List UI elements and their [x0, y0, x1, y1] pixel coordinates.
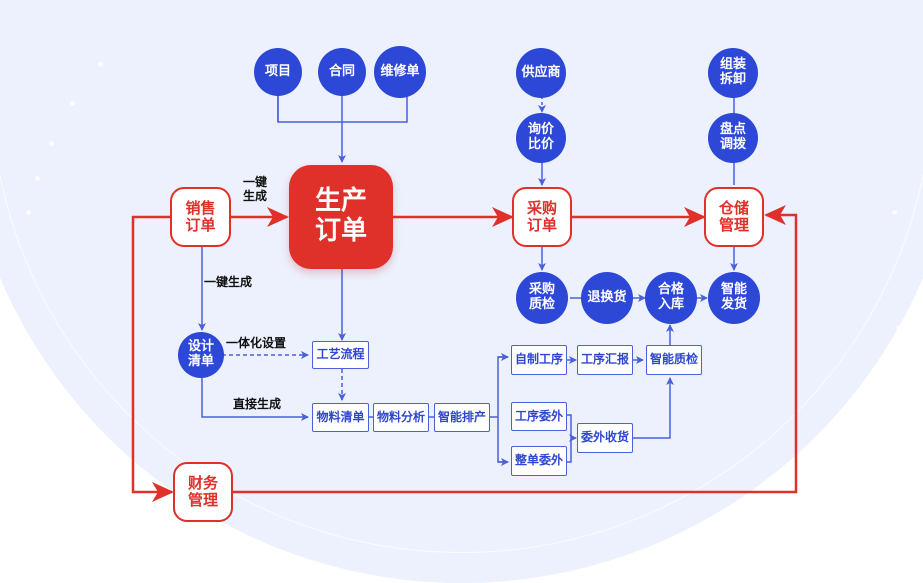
- line-schedule-branch: [490, 356, 508, 463]
- ring-dot: [840, 468, 845, 473]
- node-smart-schedule[interactable]: 智能排产: [434, 403, 490, 432]
- node-outsource-receive[interactable]: 委外收货: [577, 423, 633, 453]
- ring-dot: [102, 499, 107, 504]
- node-project[interactable]: 项目: [254, 48, 302, 96]
- node-label: 项目: [264, 63, 291, 79]
- node-order-outsource[interactable]: 整单委外: [511, 446, 567, 476]
- node-bom[interactable]: 物料清单: [312, 403, 369, 432]
- ring-dot: [896, 325, 901, 330]
- node-label: 合同: [328, 63, 355, 79]
- node-supplier[interactable]: 供应商: [516, 48, 566, 98]
- label-one-click-top: 一键 生成: [243, 175, 268, 203]
- line-outsource-merge: [567, 414, 576, 463]
- node-sales-order[interactable]: 销售 订单: [170, 187, 231, 247]
- node-contract[interactable]: 合同: [318, 48, 366, 96]
- node-smart-ship[interactable]: 智能 发货: [708, 272, 760, 324]
- node-production-order[interactable]: 生产 订单: [289, 165, 393, 269]
- line-sales-finance: [131, 215, 174, 502]
- node-qualified-in[interactable]: 合格 入库: [645, 272, 697, 324]
- node-label: 物料分析: [376, 409, 425, 424]
- node-label: 智能 发货: [720, 282, 747, 312]
- ring-dot: [98, 62, 103, 67]
- node-label: 维修单: [380, 63, 420, 79]
- node-smart-qc[interactable]: 智能质检: [646, 345, 702, 375]
- node-label: 自制工序: [514, 352, 563, 367]
- node-label: 设计 清单: [187, 339, 214, 369]
- ring-dot: [26, 210, 31, 215]
- ring-dot: [892, 210, 897, 215]
- node-label: 采购 质检: [528, 282, 555, 312]
- node-label: 智能排产: [437, 409, 486, 424]
- ring-dot: [57, 433, 62, 438]
- ring-dot: [35, 176, 40, 181]
- node-inventory[interactable]: 盘点 调拨: [708, 113, 758, 163]
- node-material-analysis[interactable]: 物料分析: [373, 403, 429, 432]
- node-assemble[interactable]: 组装 拆卸: [708, 48, 758, 98]
- node-process-flow[interactable]: 工艺流程: [312, 341, 369, 369]
- ring-dot: [79, 468, 84, 473]
- node-label: 仓储 管理: [718, 198, 749, 234]
- label-one-click-left: 一键生成: [204, 275, 253, 289]
- ring-dot: [49, 141, 54, 146]
- node-finance[interactable]: 财务 管理: [173, 462, 233, 522]
- node-label: 盘点 调拨: [719, 122, 746, 152]
- node-label: 供应商: [521, 64, 561, 80]
- line-design-direct: [201, 378, 309, 421]
- label-direct-generate: 直接生成: [233, 397, 282, 411]
- ring-dot: [42, 400, 47, 405]
- node-return-exchange[interactable]: 退换货: [581, 272, 633, 324]
- line-finance-warehouse: [233, 205, 798, 494]
- node-label: 销售 订单: [185, 198, 216, 234]
- line-receive-qc: [633, 377, 674, 439]
- ring-dot: [876, 399, 881, 404]
- node-process-report[interactable]: 工序汇报: [577, 345, 633, 375]
- node-label: 财务 管理: [187, 473, 218, 509]
- node-label: 合格 入库: [657, 282, 684, 312]
- node-label: 退换货: [587, 289, 627, 305]
- node-self-process[interactable]: 自制工序: [511, 345, 567, 375]
- node-process-outsource[interactable]: 工序委外: [511, 402, 567, 431]
- node-purchase-order[interactable]: 采购 订单: [512, 187, 572, 247]
- node-inquiry[interactable]: 询价 比价: [516, 113, 566, 163]
- node-label: 组装 拆卸: [719, 57, 746, 87]
- node-purchase-qc[interactable]: 采购 质检: [516, 272, 568, 324]
- connector-lines: [131, 90, 798, 502]
- node-design-list[interactable]: 设计 清单: [178, 332, 224, 378]
- label-integrated-setting: 一体化设置: [226, 336, 287, 350]
- node-label: 询价 比价: [527, 122, 554, 152]
- node-warehouse[interactable]: 仓储 管理: [704, 187, 764, 247]
- node-label: 物料清单: [316, 409, 365, 424]
- ring-dot: [888, 362, 893, 367]
- node-repair-order[interactable]: 维修单: [374, 46, 426, 98]
- node-label: 工序汇报: [580, 352, 629, 367]
- node-label: 委外收货: [580, 430, 629, 445]
- ring-dot: [862, 433, 867, 438]
- line-top-sources: [277, 90, 408, 162]
- node-label: 整单委外: [514, 453, 563, 468]
- ring-dot: [70, 101, 75, 106]
- main-node-label: 生产 订单: [314, 186, 367, 246]
- node-label: 工艺流程: [316, 347, 365, 362]
- node-label: 采购 订单: [526, 198, 557, 234]
- node-label: 智能质检: [649, 352, 698, 367]
- node-label: 工序委外: [514, 408, 563, 423]
